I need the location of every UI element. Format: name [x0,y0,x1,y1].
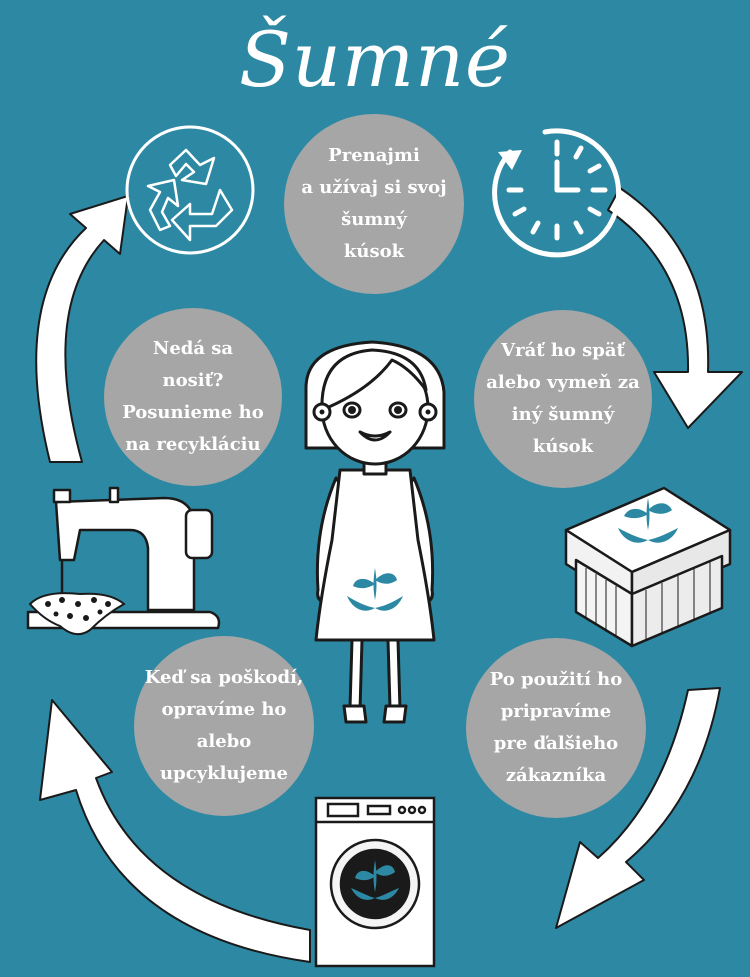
washer-plant-logo [351,860,399,900]
step-recycle-text: Nedá sa nosiť? Posunieme ho na recykláci… [122,338,264,455]
step-return-bubble: Vráť ho späť alebo vymeň za iný šumný kú… [474,310,652,488]
step-recycle-bubble: Nedá sa nosiť? Posunieme ho na recykláci… [104,308,282,486]
step-repair-text: Keď sa poškodí, opravíme ho alebo upcykl… [144,667,304,784]
dress-plant-logo [347,568,403,611]
step-prepare-text: Po použití ho pripravíme pre ďalšieho zá… [489,669,623,786]
step-rent-bubble: Prenajmi a užívaj si svoj šumný kúsok [284,114,464,294]
arrow-clock-to-box [607,187,743,429]
step-prepare-bubble: Po použití ho pripravíme pre ďalšieho zá… [466,638,646,818]
box-plant-logo [618,498,678,543]
step-repair-bubble: Keď sa poškodí, opravíme ho alebo upcykl… [134,636,314,816]
arrow-box-to-washer [555,687,721,929]
step-rent-text: Prenajmi a užívaj si svoj šumný kúsok [301,145,447,262]
page-title: Šumné [238,15,511,104]
arrow-washer-to-sewing [39,699,311,963]
leopard-fabric [28,592,126,636]
step-return-text: Vráť ho späť alebo vymeň za iný šumný kú… [486,340,640,457]
